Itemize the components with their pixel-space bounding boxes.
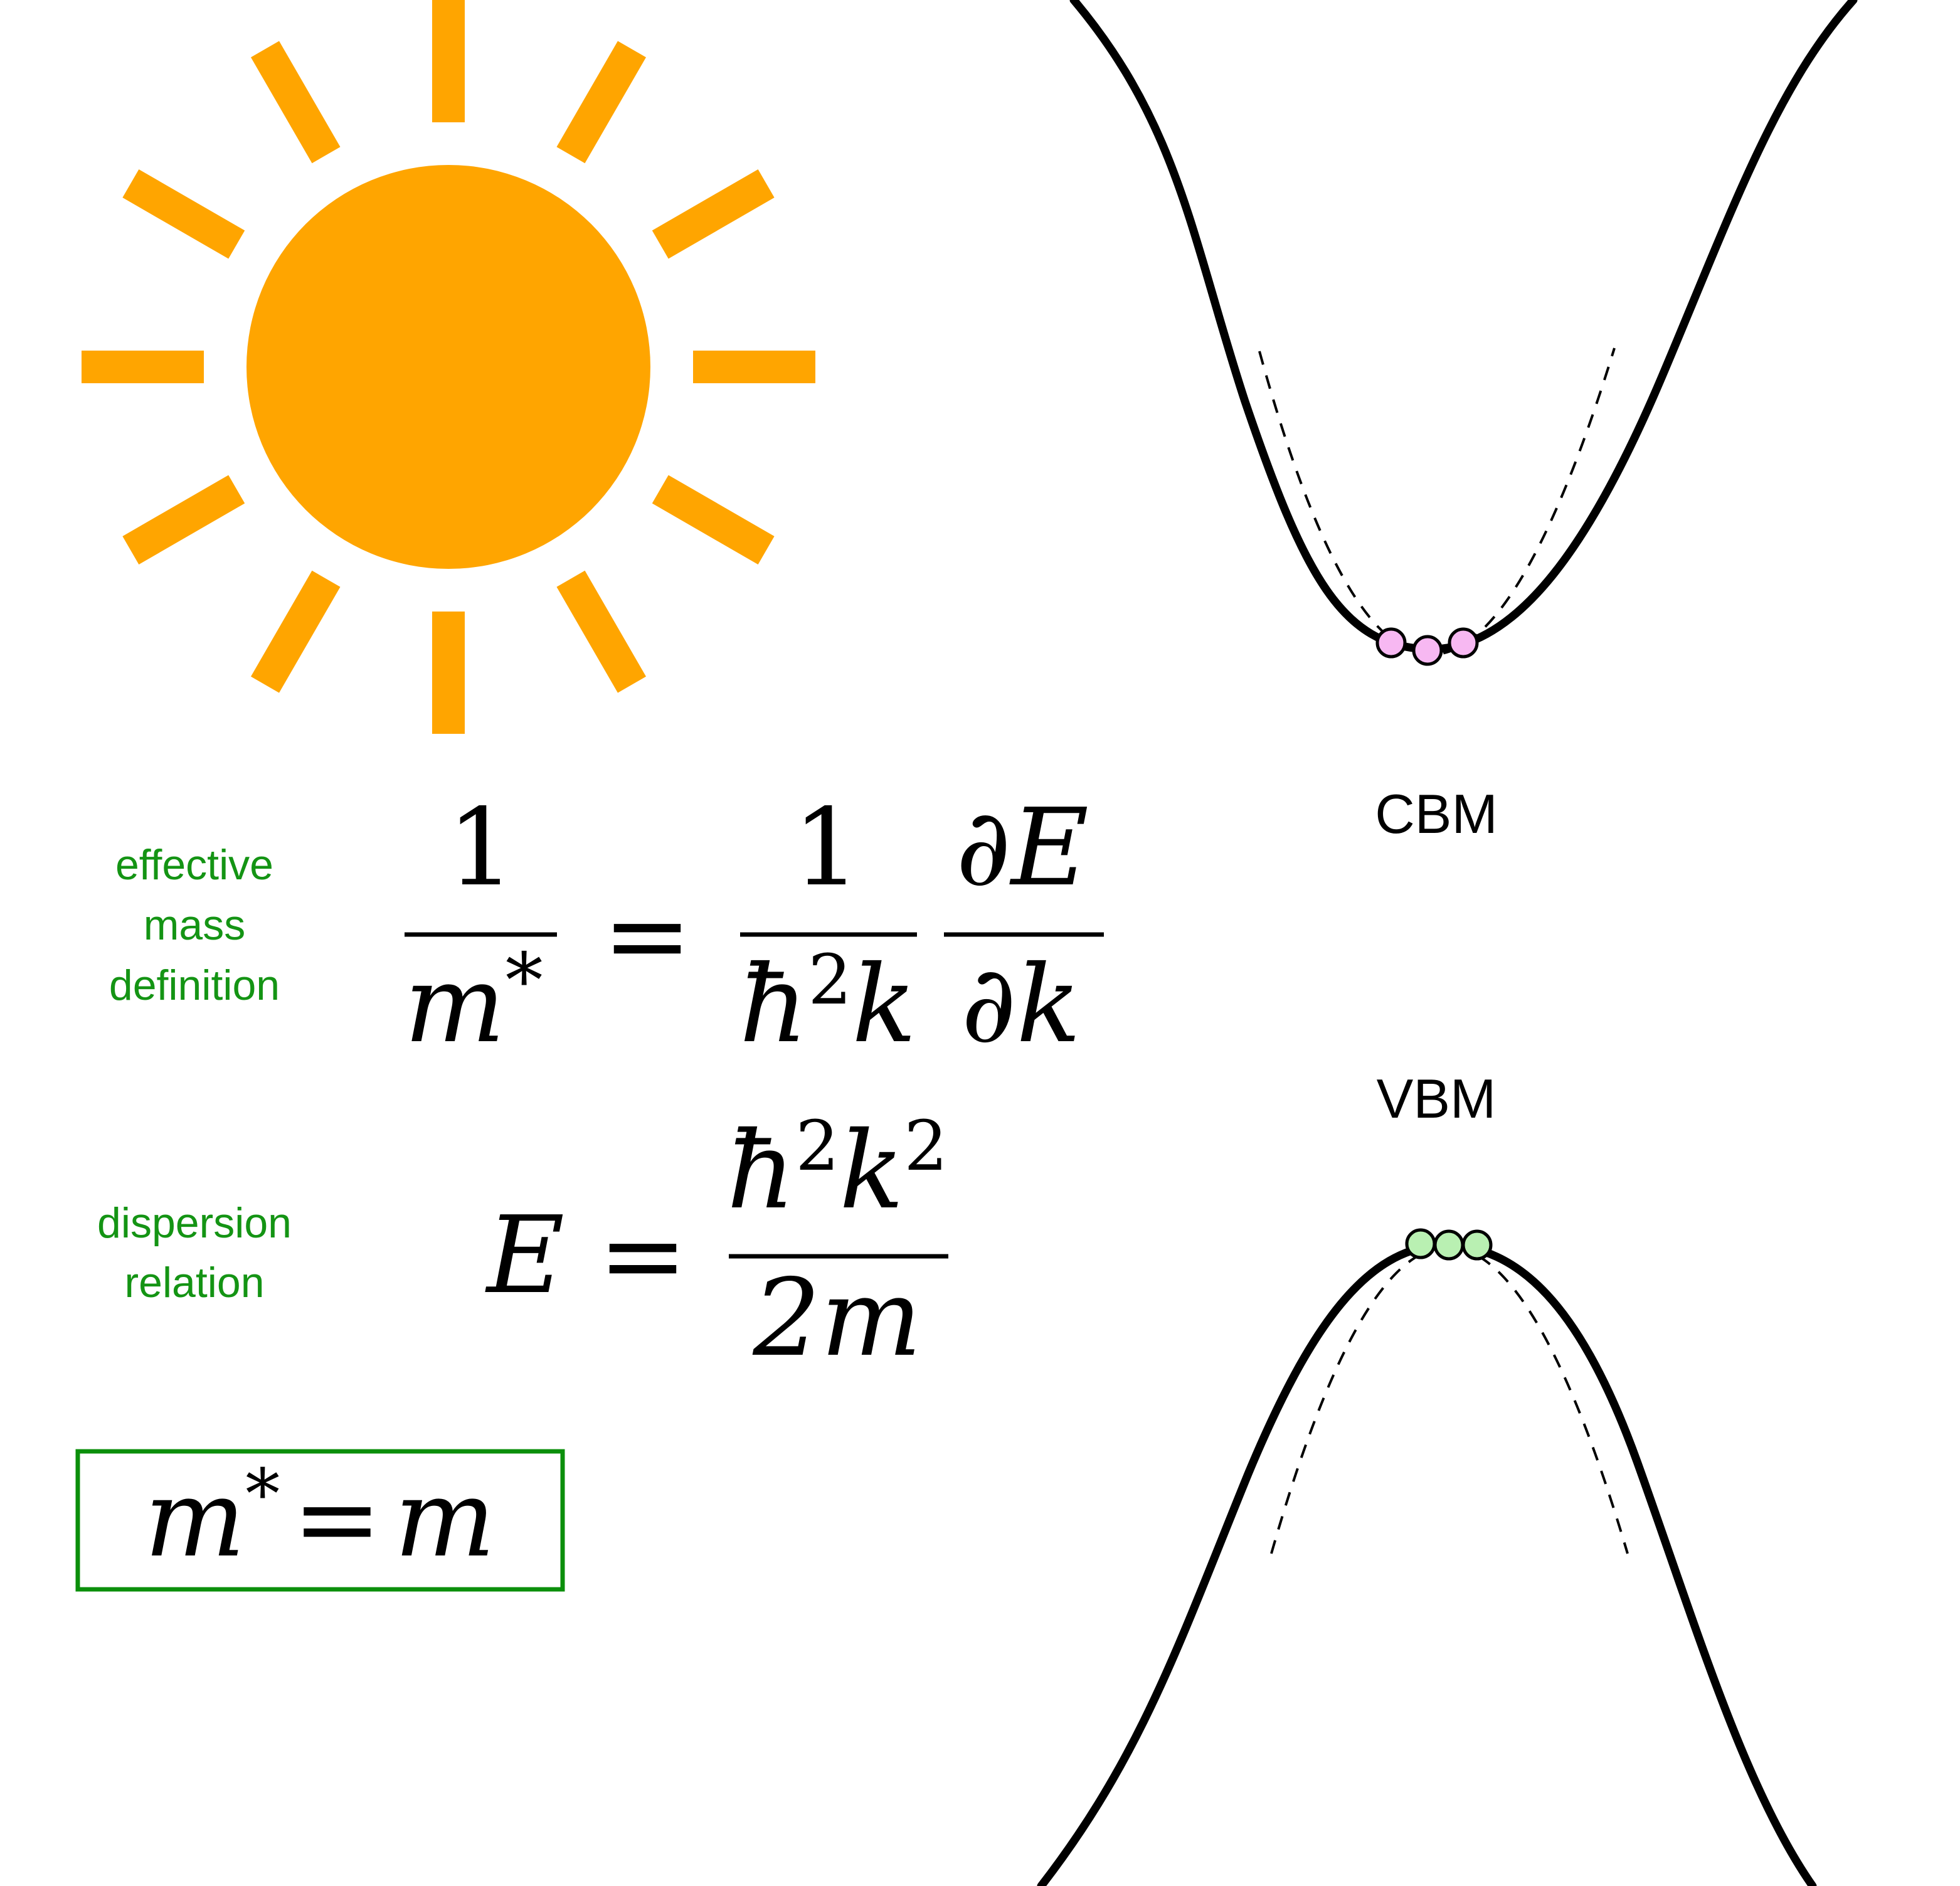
effective-mass-label-line-2: mass (144, 901, 245, 949)
result-equation: m*=m (144, 1454, 495, 1581)
sun-ray (556, 41, 647, 164)
vbm-label: VBM (1377, 1067, 1496, 1130)
dispersion-label-line-1: dispersion (97, 1199, 292, 1247)
eq1-k: k (852, 943, 916, 1067)
effective-mass-label-line-3: definition (109, 962, 280, 1009)
electron (1448, 627, 1479, 659)
eq2-numerator: ħ2k2 (727, 1106, 948, 1233)
eq1-lhs-star: * (506, 938, 543, 1025)
eq1-rhs2-numerator: ∂E (956, 786, 1089, 910)
sun-ray (250, 570, 341, 693)
sun-ray (432, 0, 465, 122)
eq1-hbar-exponent: 2 (808, 940, 852, 1020)
eq2-k: k (839, 1109, 904, 1233)
eq2-hbar: ħ (727, 1109, 796, 1233)
sun-ray (250, 41, 341, 164)
eq1-hbar: ħ (739, 943, 808, 1067)
sun-disc (246, 165, 650, 569)
result-lhs-star: * (245, 1454, 280, 1534)
eq1-lhs-denominator: m* (404, 938, 543, 1067)
hole (1405, 1228, 1436, 1259)
cbm-label: CBM (1375, 783, 1498, 845)
hole (1433, 1229, 1465, 1261)
hole (1461, 1229, 1493, 1261)
eq1-lhs-m: m (404, 943, 505, 1067)
eq1-rhs1-denominator: ħ2k (739, 940, 917, 1067)
effective-mass-label-line-1: effective (115, 841, 273, 889)
sun-ray (693, 351, 815, 383)
result-box: m*=m (75, 1449, 565, 1592)
dispersion-equation: E = ħ2k2 2m (485, 1106, 948, 1380)
band-diagram: CBM VBM (1037, 0, 1858, 1886)
eq2-hbar-exponent: 2 (795, 1106, 839, 1186)
electron (1375, 627, 1407, 659)
result-box-border (75, 1449, 565, 1592)
electron-particles (1375, 627, 1479, 666)
eq2-lhs: E (485, 1194, 564, 1318)
eq2-denominator: 2m (752, 1256, 921, 1380)
eq2-k-exponent: 2 (904, 1106, 948, 1186)
sun-ray (652, 475, 775, 565)
eq1-lhs-numerator: 1 (447, 786, 515, 910)
electron (1412, 635, 1443, 666)
eq2-equals: = (598, 1194, 687, 1318)
result-equals: = (292, 1457, 381, 1581)
sun-ray (122, 169, 245, 259)
eq1-rhs1-numerator: 1 (793, 786, 861, 910)
hole-particles (1405, 1228, 1493, 1261)
eq1-rhs2-denominator: ∂k (961, 943, 1081, 1067)
sun-ray (652, 169, 775, 259)
sun-icon (82, 0, 815, 734)
sun-ray (556, 570, 647, 693)
valence-band-curve (1037, 1241, 1817, 1886)
result-lhs-m: m (144, 1457, 245, 1581)
result-rhs-m: m (395, 1457, 495, 1581)
effective-mass-label: effective mass definition (109, 841, 280, 1009)
conduction-band-parabola (1258, 347, 1616, 656)
sun-ray (82, 351, 204, 383)
sun-ray (432, 612, 465, 734)
conduction-band-curve (1069, 0, 1858, 654)
dispersion-label-line-2: relation (124, 1259, 264, 1306)
eq1-equals: = (603, 874, 692, 998)
valence-band-parabola (1270, 1246, 1629, 1554)
sun-ray (122, 475, 245, 565)
effective-mass-equation: 1 m* = 1 ħ2k ∂E ∂k (404, 786, 1104, 1067)
dispersion-relation-label: dispersion relation (97, 1199, 292, 1306)
